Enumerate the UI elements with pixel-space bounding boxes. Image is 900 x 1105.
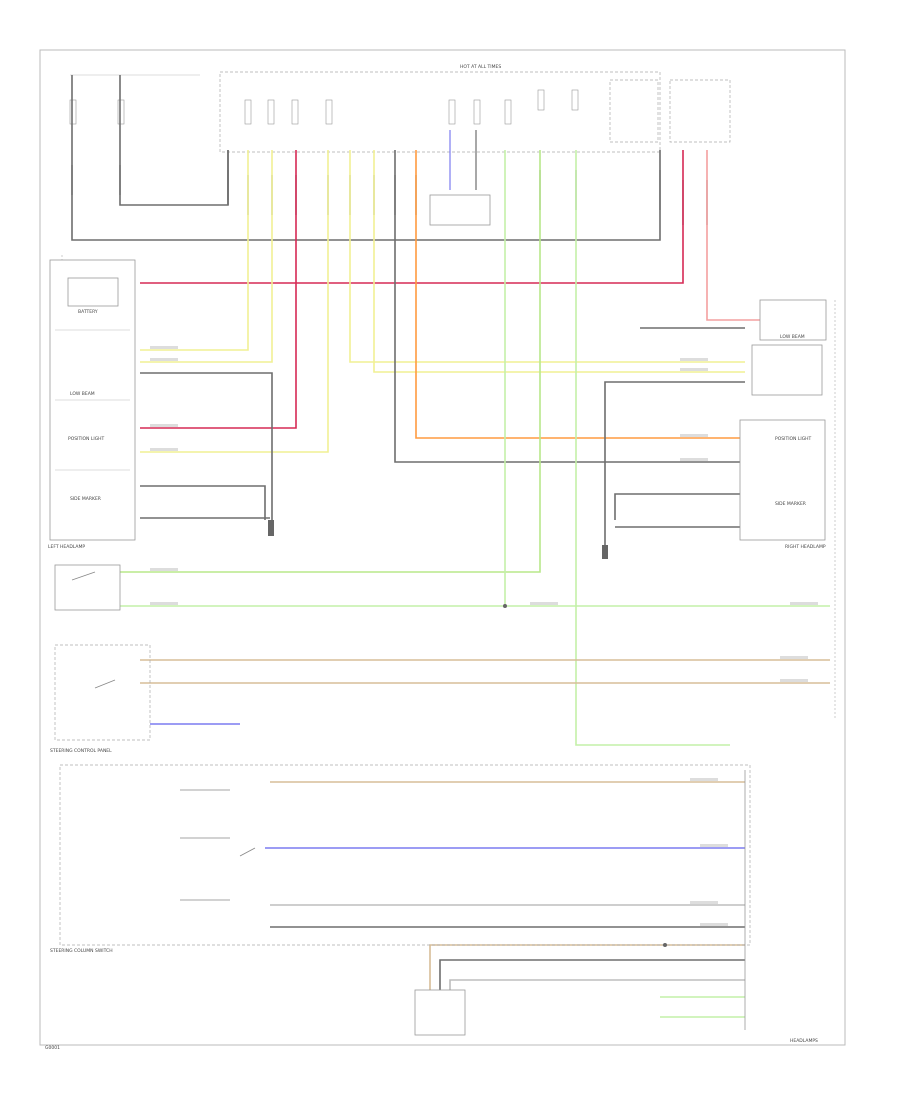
battery-label: BATTERY xyxy=(78,309,98,315)
green-wire-1 xyxy=(120,150,541,573)
yellow-wire-1 xyxy=(140,150,249,351)
red-wire-left-lowbeam xyxy=(140,150,684,284)
yellow-wire-2 xyxy=(140,150,273,363)
black-wire-side-right-1 xyxy=(614,493,745,520)
right-headlamp-box xyxy=(739,419,826,541)
connector-stubs xyxy=(71,165,708,225)
pink-wire-right-lowbeam xyxy=(706,150,760,321)
position-light-left-label: POSITION LIGHT xyxy=(68,436,105,442)
steering-control-panel-box xyxy=(59,764,751,946)
yellow-wire-3 xyxy=(140,150,329,453)
low-beam-right-label: LOW BEAM xyxy=(780,334,805,340)
side-marker-right-label: SIDE MARKER xyxy=(775,501,806,507)
bottom-left-label: G0001 xyxy=(45,1045,60,1051)
junction-connector-box xyxy=(429,194,491,226)
black-wire-right xyxy=(394,150,745,463)
battery-feed-wire xyxy=(119,75,229,206)
bottom-right-label: HEADLAMPS xyxy=(790,1038,818,1044)
left-headlamp-label: LEFT HEADLAMP xyxy=(48,544,85,550)
fuse-subbox xyxy=(609,79,659,143)
green-wire-4 xyxy=(575,150,730,746)
black-wire-left-ground xyxy=(140,372,273,520)
low-beam-left-label: LOW BEAM xyxy=(70,391,95,397)
red-wire-position-left xyxy=(140,150,297,429)
relay-subbox xyxy=(669,79,731,143)
yellow-wire-right-1 xyxy=(349,150,745,363)
fuse-box-dashed xyxy=(219,71,661,153)
position-light-right-label: POSITION LIGHT xyxy=(775,436,812,442)
wire-labels xyxy=(150,346,818,926)
light-switch-box xyxy=(54,564,121,611)
hot-at-all-times-label: HOT AT ALL TIMES xyxy=(460,64,501,70)
steering-control-panel-label: STEERING CONTROL PANEL xyxy=(50,748,112,754)
right-position-box xyxy=(751,344,823,396)
black-wire-bottom-2 xyxy=(439,959,745,1000)
steering-column-switch-label: STEERING COLUMN SWITCH xyxy=(50,948,113,954)
bottom-module-box xyxy=(414,989,466,1036)
ground-symbols xyxy=(268,520,667,947)
switch-symbols xyxy=(71,571,256,901)
black-wire-right-ground xyxy=(604,381,745,545)
right-headlamp-label: RIGHT HEADLAMP xyxy=(785,544,826,550)
side-marker-left-label: SIDE MARKER xyxy=(70,496,101,502)
steering-switch-box xyxy=(54,644,151,741)
orange-wire xyxy=(415,150,745,439)
diagram-frame xyxy=(39,49,846,1046)
yellow-wire-right-2 xyxy=(373,150,745,373)
fuse-symbols xyxy=(69,89,579,125)
left-lowbeam-bulb xyxy=(67,277,119,307)
black-wire-side-left-1 xyxy=(140,485,266,520)
tan-wire-4 xyxy=(429,944,745,1000)
right-lowbeam-box xyxy=(759,299,827,341)
